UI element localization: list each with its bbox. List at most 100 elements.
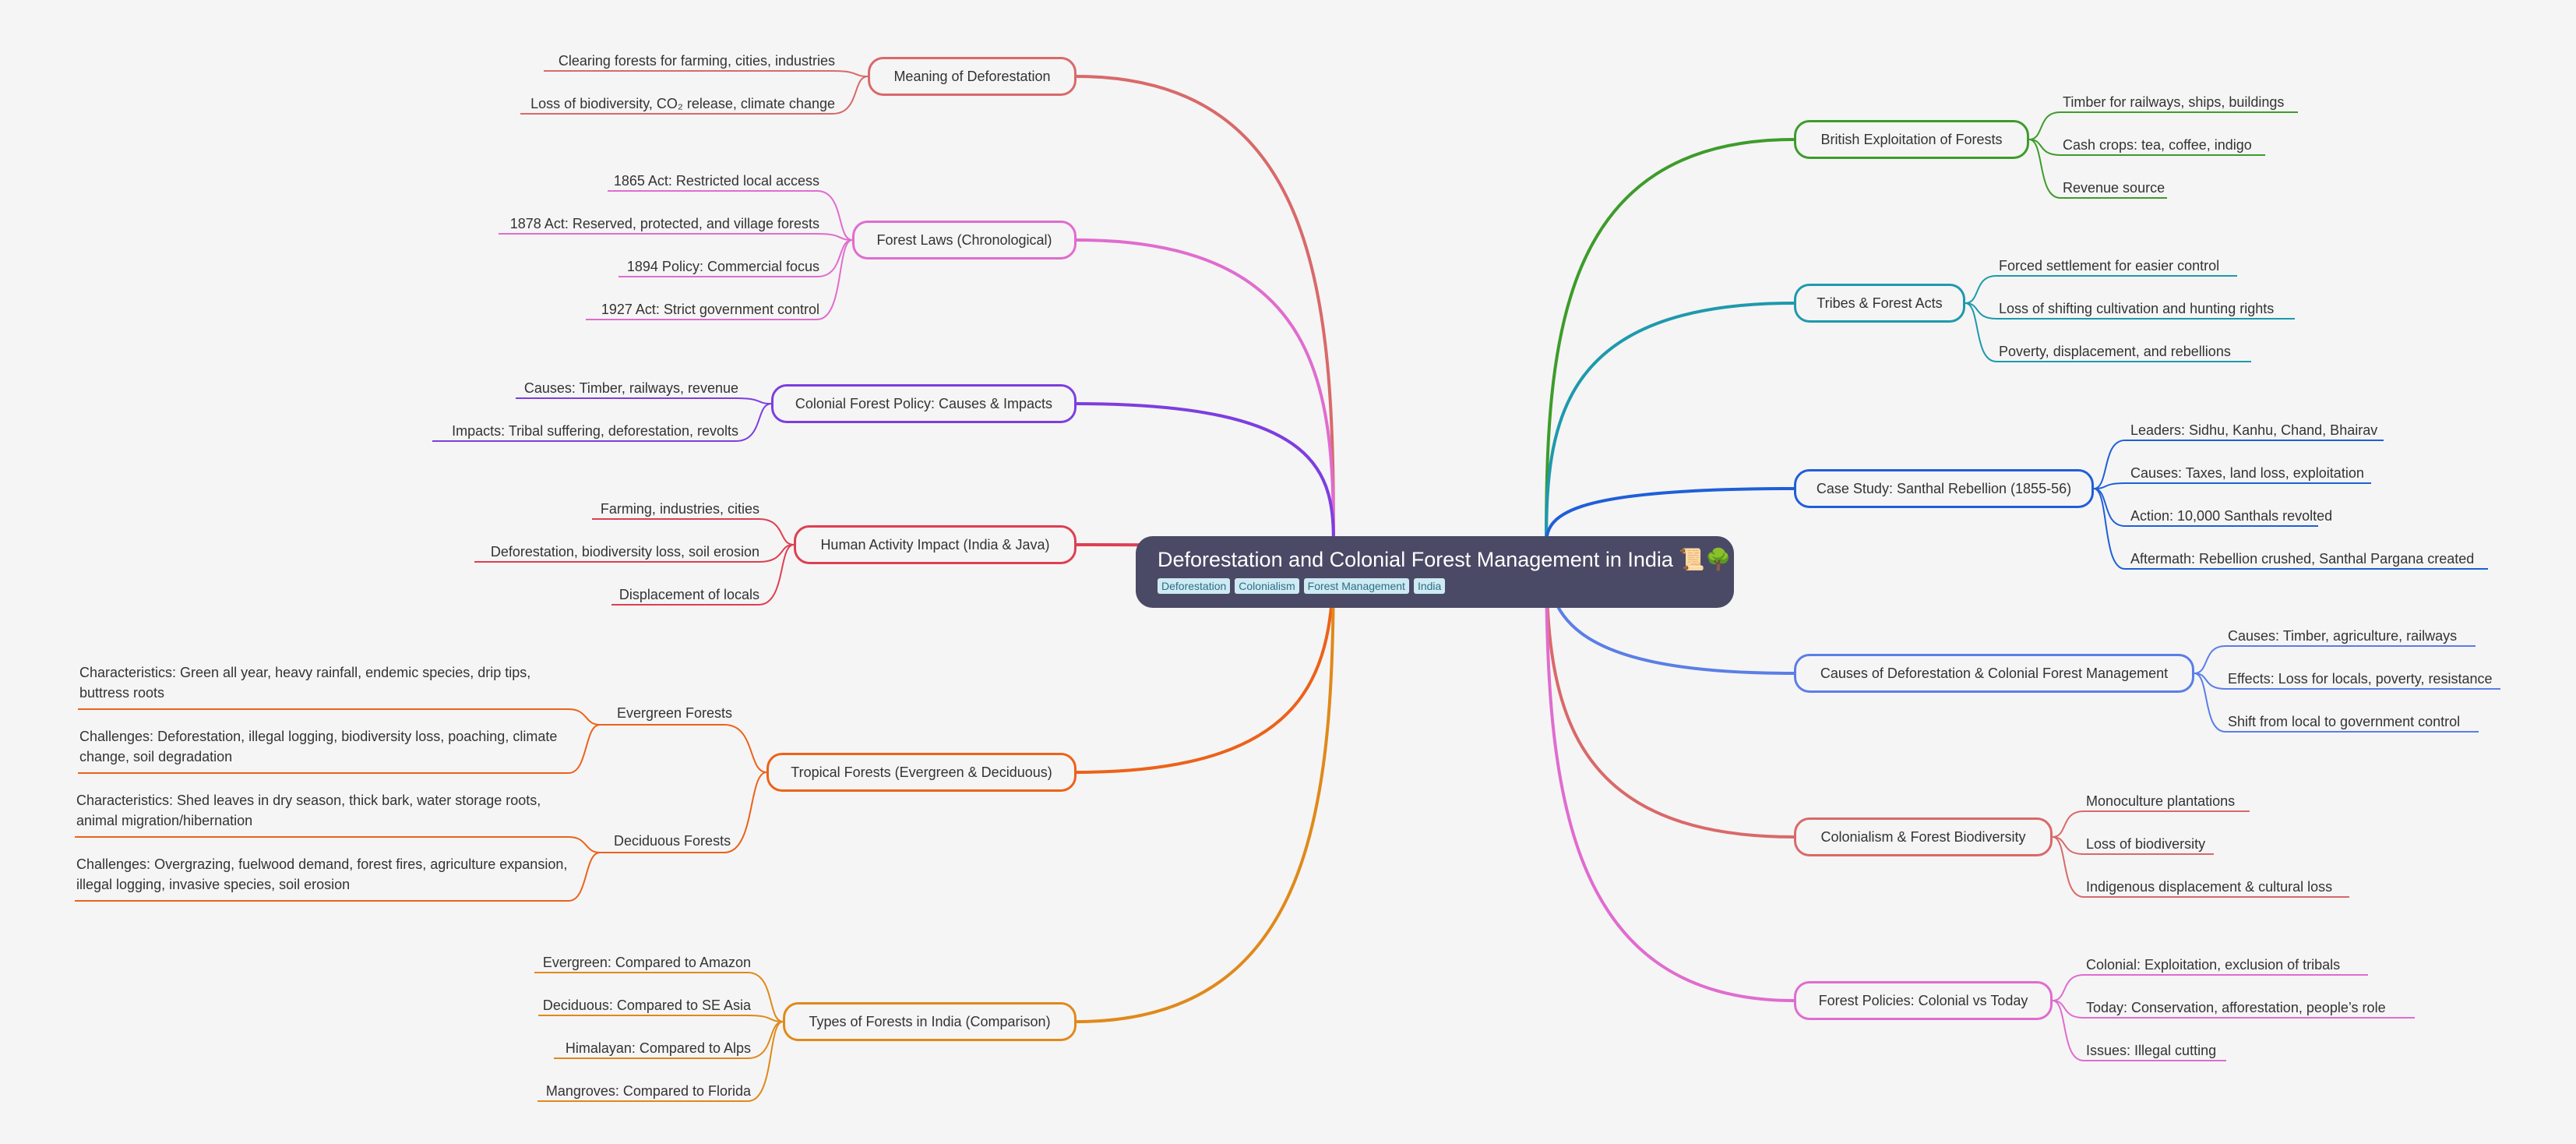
leaf-connector: [758, 544, 795, 606]
leaf-connector: [747, 1015, 784, 1022]
leaf: Poverty, displacement, and rebellions: [1999, 344, 2231, 359]
tag[interactable]: Colonialism: [1235, 578, 1299, 594]
leaf-connector: [758, 518, 795, 546]
leaf: Mangroves: Compared to Florida: [545, 1083, 751, 1099]
sub-branch-deciduous-forests[interactable]: Deciduous Forests: [614, 833, 731, 849]
leaf-connector: [2028, 139, 2061, 199]
branch-connector: [1545, 487, 1795, 546]
leaf-connector: [78, 708, 601, 726]
leaf: Himalayan: Compared to Alps: [565, 1040, 751, 1056]
leaf: Evergreen: Compared to Amazon: [542, 955, 751, 970]
leaf-connector: [75, 852, 601, 902]
branch-colonial-forest-policy[interactable]: Colonial Forest Policy: Causes & Impacts: [771, 384, 1077, 423]
leaf-connector: [816, 190, 853, 241]
leaf: 1927 Act: Strict government control: [601, 302, 819, 317]
leaf: Loss of biodiversity, CO₂ release, clima…: [530, 96, 835, 111]
branch-british-exploitation[interactable]: British Exploitation of Forests: [1794, 120, 2029, 159]
branch-connector: [1076, 402, 1335, 546]
leaf: Deforestation, biodiversity loss, soil e…: [490, 544, 759, 560]
leaf: Cash crops: tea, coffee, indigo: [2063, 137, 2252, 153]
branch-colonialism-forest-biodiversity[interactable]: Colonialism & Forest Biodiversity: [1794, 817, 2053, 856]
branch-forest-laws[interactable]: Forest Laws (Chronological): [852, 221, 1077, 260]
branch-connector: [1545, 302, 1795, 546]
leaf: Clearing forests for farming, cities, in…: [558, 53, 835, 69]
branch-connector: [1076, 545, 1335, 1023]
tag[interactable]: India: [1413, 578, 1446, 594]
leaf: Causes: Timber, railways, revenue: [523, 380, 738, 396]
leaf-connector: [816, 239, 853, 320]
leaf: Farming, industries, cities: [600, 501, 759, 517]
branch-types-of-forests[interactable]: Types of Forests in India (Comparison): [783, 1002, 1077, 1041]
branch-tropical-forests[interactable]: Tropical Forests (Evergreen & Deciduous): [766, 753, 1077, 792]
leaf-connector: [1965, 275, 1997, 304]
tag[interactable]: Deforestation: [1158, 578, 1231, 594]
leaf-connector: [816, 239, 853, 277]
leaf: Causes: Taxes, land loss, exploitation: [2130, 465, 2364, 481]
leaf: Revenue source: [2063, 180, 2165, 196]
central-topic-title: Deforestation and Colonial Forest Manage…: [1158, 548, 1732, 571]
branch-connector: [1545, 138, 1795, 546]
leaf-connector: [2093, 488, 2126, 527]
leaf: Aftermath: Rebellion crushed, Santhal Pa…: [2130, 551, 2475, 567]
leaf: Loss of biodiversity: [2086, 836, 2206, 852]
leaf-connector: [735, 397, 772, 404]
sub-connector: [600, 724, 767, 773]
leaf-connector: [75, 836, 601, 853]
leaf: Forced settlement for easier control: [1999, 258, 2220, 274]
branch-connector: [1076, 75, 1335, 546]
leaf: Monoculture plantations: [2086, 793, 2236, 809]
leaf-connector: [2093, 488, 2126, 570]
leaf-connector: [2194, 673, 2226, 733]
leaf: Indigenous displacement & cultural loss: [2086, 879, 2333, 895]
leaf: Today: Conservation, afforestation, peop…: [2086, 1000, 2386, 1015]
leaf: 1865 Act: Restricted local access: [613, 173, 819, 189]
leaf-connector: [78, 724, 601, 774]
leaf-connector: [1965, 302, 1997, 362]
leaf: Colonial: Exploitation, exclusion of tri…: [2086, 957, 2341, 973]
leaf: Challenges: Overgrazing, fuelwood demand…: [76, 856, 568, 892]
leaf-connector: [2052, 1000, 2084, 1061]
leaf-connector: [735, 403, 772, 442]
leaf: Challenges: Deforestation, illegal loggi…: [79, 729, 558, 764]
branch-human-activity-impact[interactable]: Human Activity Impact (India & Java): [794, 525, 1077, 564]
tag[interactable]: Forest Management: [1303, 578, 1409, 594]
leaf-connector: [2093, 440, 2126, 489]
leaf-connector: [832, 70, 869, 77]
branch-connector: [1545, 545, 1795, 1002]
leaf: Impacts: Tribal suffering, deforestation…: [452, 423, 738, 439]
branch-forest-policies-colonial-vs-today[interactable]: Forest Policies: Colonial vs Today: [1794, 981, 2053, 1020]
leaf: Characteristics: Green all year, heavy r…: [79, 665, 531, 701]
branch-tribes-forest-acts[interactable]: Tribes & Forest Acts: [1794, 284, 1965, 323]
branch-santhal-rebellion[interactable]: Case Study: Santhal Rebellion (1855-56): [1794, 469, 2094, 508]
leaf: Action: 10,000 Santhals revolted: [2130, 508, 2333, 524]
leaf-connector: [2052, 810, 2084, 838]
sub-branch-evergreen-forests[interactable]: Evergreen Forests: [617, 705, 733, 721]
leaf-connector: [747, 972, 784, 1022]
branch-causes-colonial-forest-management[interactable]: Causes of Deforestation & Colonial Fores…: [1794, 654, 2194, 693]
leaf-connector: [832, 76, 869, 115]
branch-meaning-of-deforestation[interactable]: Meaning of Deforestation: [868, 57, 1077, 96]
leaf-connector: [2194, 645, 2226, 674]
leaf-connector: [816, 233, 853, 241]
leaf: Timber for railways, ships, buildings: [2063, 94, 2285, 110]
leaf: Effects: Loss for locals, poverty, resis…: [2228, 671, 2493, 687]
leaf: Leaders: Sidhu, Kanhu, Chand, Bhairav: [2130, 422, 2378, 438]
leaf: 1878 Act: Reserved, protected, and villa…: [509, 216, 819, 231]
leaf: Causes: Timber, agriculture, railways: [2228, 628, 2458, 644]
leaf-connector: [747, 1021, 784, 1059]
leaf-connector: [2052, 836, 2084, 898]
central-topic[interactable]: Deforestation and Colonial Forest Manage…: [1136, 536, 1734, 608]
leaf: Shift from local to government control: [2228, 714, 2461, 729]
leaf-connector: [747, 1021, 784, 1102]
leaf: Deciduous: Compared to SE Asia: [542, 997, 751, 1013]
leaf: Issues: Illegal cutting: [2086, 1043, 2217, 1058]
leaf: Displacement of locals: [618, 587, 759, 602]
leaf: Loss of shifting cultivation and hunting…: [1999, 301, 2275, 316]
leaf: 1894 Policy: Commercial focus: [626, 259, 819, 274]
branch-connector: [1076, 238, 1335, 546]
leaf: Characteristics: Shed leaves in dry seas…: [76, 793, 541, 828]
leaf-connector: [2028, 111, 2061, 140]
sub-connector: [600, 771, 767, 853]
leaf-connector: [2052, 974, 2084, 1001]
